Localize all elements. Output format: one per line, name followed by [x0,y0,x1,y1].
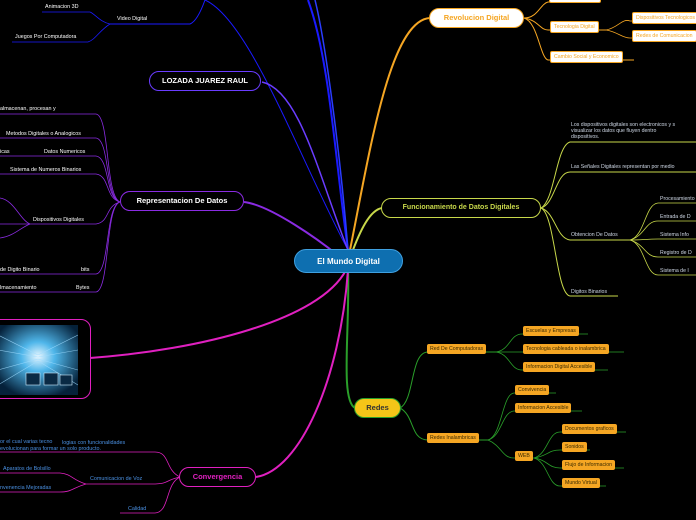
subtopic-tecnologia-cableada[interactable]: Tecnologia cableada o inalambrica [523,344,609,354]
central-topic[interactable]: El Mundo Digital [294,249,403,273]
subtopic-digitos-binarios[interactable]: Digitos Binarios [571,289,608,295]
subtopic-metodos-digitales[interactable]: Metodos Digitales o Analogicos [6,131,81,137]
subtopic-mundo-virtual[interactable]: Mundo Virtual [562,478,600,488]
text-dispositivos-electronicos-2: visualizar los datos que fluyen dentro [571,128,657,134]
subtopic-sistema-i[interactable]: Sistema de I [660,268,689,274]
subtopic-dispositivos-digitales[interactable]: Dispositivos Digitales [33,217,84,223]
subtopic-dispositivos-tecnologicos[interactable]: Dispositivos Tecnologicos [632,12,696,24]
author-node[interactable]: LOZADA JUAREZ RAUL [149,71,261,91]
subtopic-escuelas-empresas[interactable]: Escuelas y Empresas [523,326,579,336]
subtopic-bytes[interactable]: Bytes [76,285,90,291]
subtopic-tecnologia-digital[interactable]: Tecnologia Digital [550,21,599,33]
topic-revolucion-digital[interactable]: Revolucion Digital [429,8,524,28]
subtopic-obtencion-datos[interactable]: Obtencion De Datos [571,232,618,238]
topic-representacion-datos[interactable]: Representacion De Datos [120,191,244,211]
subtopic-aparatos-bolsillo[interactable]: Aparatos de Bolsillo [3,466,51,472]
subtopic-bits[interactable]: bits [81,267,90,273]
topic-video-digital[interactable]: Video Digital [117,16,148,22]
subtopic-redes-comunicacion[interactable]: Redes de Comunicacion [632,30,696,42]
subtopic-documentos-graficos[interactable]: Documentos graficos [562,424,617,434]
subtopic-informacion-accesible[interactable]: Informacion Accesible [515,403,572,413]
topic-convergencia[interactable]: Convergencia [179,467,256,487]
text-convergencia-def-1: or el cual varias tecno [0,439,53,445]
subtopic-web[interactable]: WEB [515,451,533,461]
subtopic-informacion-digital-accesible[interactable]: Informacion Digital Accesible [523,362,596,372]
topic-animacion-3d[interactable]: Animacion 3D [45,4,79,10]
subtopic-comunicacion-voz[interactable]: Comunicacion de Voz [90,476,143,482]
subtopic-sonidos[interactable]: Sonidos [562,442,587,452]
text-almacenan-procesan: almacenan, procesan y [0,106,56,112]
digital-tunnel-picture [0,325,78,395]
subtopic-procesamiento[interactable]: Procesamiento [660,196,695,202]
subtopic-entrada-datos[interactable]: Entrada de D [660,214,691,220]
topic-redes[interactable]: Redes [354,398,401,418]
subtopic-cambio-social[interactable]: Cambio Social y Economico [550,51,623,63]
subtopic-datos-numericos[interactable]: Datos Numericos [44,149,86,155]
image-node-digital-tunnel[interactable] [0,319,91,399]
subtopic-calidad[interactable]: Calidad [128,506,147,512]
topic-juegos-computadora[interactable]: Juegos Por Computadora [15,34,77,40]
text-digito-binario: de Digito Binario [0,267,40,273]
subtopic-registro-datos[interactable]: Registro de D [660,250,692,256]
subtopic-flujo-informacion[interactable]: Flujo de Informacion [562,460,615,470]
subtopic-sistema-numeros-binarios[interactable]: Sistema de Numeros Binarios [10,167,82,173]
subtopic-red-computadoras[interactable]: Red De Computadoras [427,344,487,354]
text-convergencia-def-3: evolucionan para formar un solo producto… [0,446,101,452]
topic-funcionamiento-datos[interactable]: Funcionamiento de Datos Digitales [381,198,541,218]
subtopic-sistema-info[interactable]: Sistema Info [660,232,689,238]
text-senales-digitales: Las Señales Digitales representan por me… [571,164,675,170]
subtopic-convenencia-mejoradas[interactable]: nvenencia Mejoradas [0,485,52,491]
subtopic-top-cut [549,0,601,3]
text-almacenamiento: lmacenamiento [0,285,37,291]
text-icas: icas [0,149,10,155]
subtopic-redes-inalambricas[interactable]: Redes Inalambricas [427,433,479,443]
text-dispositivos-electronicos-1: Los dispositivos digitales son electroni… [571,122,676,128]
text-dispositivos-electronicos-3: dispositivos. [571,134,600,140]
text-convergencia-def-2: logias con funcionalidades [62,440,126,446]
subtopic-convivencia[interactable]: Convivencia [515,385,550,395]
